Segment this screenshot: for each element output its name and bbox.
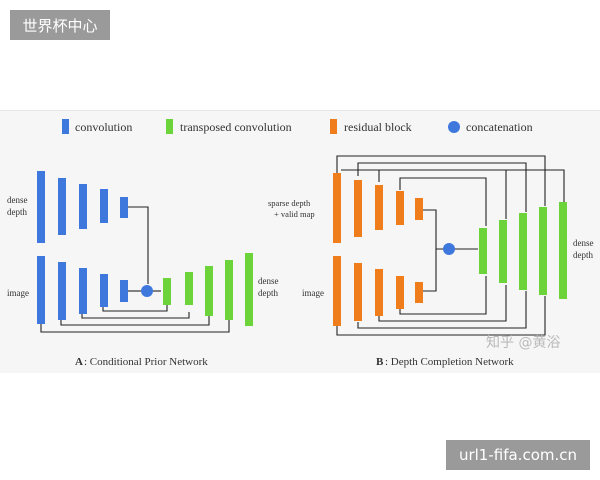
panel-a-output-dense-depth-line1: dense bbox=[258, 276, 279, 286]
legend-convolution-swatch bbox=[62, 119, 69, 134]
panel-b-image-res-3 bbox=[375, 269, 383, 316]
panel-a-depth-conv-4 bbox=[100, 189, 108, 223]
site-badge-top[interactable]: 世界杯中心 bbox=[10, 10, 110, 40]
panel-b-top-skip-0 bbox=[341, 169, 565, 202]
panel-a-connectors bbox=[40, 206, 230, 333]
panel-b-depth-res-5 bbox=[415, 198, 423, 220]
panel-b-image-res-1 bbox=[333, 256, 341, 326]
panel-a-depth-conv-1 bbox=[37, 171, 45, 243]
panel-a-image-conv-1 bbox=[37, 256, 45, 324]
panel-a-deconv-1 bbox=[163, 278, 171, 305]
panel-a-input-dense-depth-line1: dense bbox=[7, 195, 28, 205]
panel-b-concatenation-node bbox=[443, 243, 455, 255]
panel-b-bottom-skip-1 bbox=[336, 296, 546, 336]
site-badge-bottom[interactable]: url1-fifa.com.cn bbox=[446, 440, 590, 470]
panel-a: dense depth image dense depth bbox=[7, 171, 279, 368]
panel-a-input-dense-depth-line2: depth bbox=[7, 207, 27, 217]
panel-a-image-conv-5 bbox=[120, 280, 128, 302]
panel-a-prior-branch-line bbox=[128, 206, 149, 284]
legend-residual-block-label: residual block bbox=[344, 120, 412, 134]
panel-b-bottom-skip-3 bbox=[378, 285, 507, 322]
panel-a-output-dense-depth-line2: depth bbox=[258, 288, 278, 298]
panel-b-output-dense-depth-line1: dense bbox=[573, 238, 594, 248]
panel-a-skip-2 bbox=[60, 316, 210, 326]
panel-b-depth-res-2 bbox=[354, 180, 362, 237]
top-divider bbox=[0, 110, 600, 111]
panel-a-deconv-2 bbox=[185, 272, 193, 305]
panel-b-image-res-5 bbox=[415, 282, 423, 303]
panel-a-skip-3 bbox=[81, 312, 190, 319]
panel-b-caption: : Depth Completion Network bbox=[385, 356, 514, 368]
panel-b-input-sparse-depth-line1: sparse depth bbox=[268, 198, 311, 208]
panel-b-deconv-3 bbox=[519, 213, 527, 290]
panel-b-image-res-2 bbox=[354, 263, 362, 321]
legend-transposed-convolution-swatch bbox=[166, 119, 173, 134]
panel-b-depth-bottleneck-line bbox=[422, 209, 443, 250]
legend-concatenation-label: concatenation bbox=[466, 120, 533, 134]
panel-a-skip-1 bbox=[40, 320, 230, 333]
legend-residual-block-swatch bbox=[330, 119, 337, 134]
panel-a-image-conv-4 bbox=[100, 274, 108, 307]
panel-a-input-image-label: image bbox=[7, 288, 29, 298]
panel-a-image-conv-2 bbox=[58, 262, 66, 320]
panel-a-depth-conv-3 bbox=[79, 184, 87, 229]
network-diagram: convolution transposed convolution resid… bbox=[7, 119, 594, 368]
panel-a-caption: : Conditional Prior Network bbox=[84, 356, 208, 368]
legend-convolution-label: convolution bbox=[75, 120, 132, 134]
panel-a-concatenation-node bbox=[141, 285, 153, 297]
panel-b-image-bottleneck-line bbox=[422, 249, 437, 292]
panel-b-bottom-skip-2 bbox=[357, 291, 527, 329]
legend: convolution transposed convolution resid… bbox=[62, 119, 533, 134]
panel-a-skip-4 bbox=[102, 305, 168, 312]
panel-b-connectors bbox=[336, 155, 565, 336]
panel-b-deconv-5 bbox=[559, 202, 567, 299]
panel-b-output-dense-depth-line2: depth bbox=[573, 250, 593, 260]
panel-a-image-conv-3 bbox=[79, 268, 87, 314]
panel-b-top-skip-4 bbox=[399, 177, 487, 226]
legend-concatenation-swatch bbox=[448, 121, 460, 133]
panel-a-caption-letter: A bbox=[75, 356, 83, 368]
panel-b-image-res-4 bbox=[396, 276, 404, 309]
panel-b-deconv-2 bbox=[499, 220, 507, 283]
panel-a-deconv-5 bbox=[245, 253, 253, 326]
panel-b-deconv-1 bbox=[479, 228, 487, 274]
panel-b-depth-res-3 bbox=[375, 185, 383, 230]
panel-b-deconv-4 bbox=[539, 207, 547, 295]
legend-transposed-convolution-label: transposed convolution bbox=[180, 120, 292, 134]
panel-b-depth-res-4 bbox=[396, 191, 404, 225]
panel-b-top-skip-1 bbox=[336, 155, 546, 206]
zhihu-watermark: 知乎 @黄浴 bbox=[486, 335, 561, 351]
panel-b-bottom-skip-4 bbox=[399, 276, 487, 315]
panel-a-depth-conv-5 bbox=[120, 197, 128, 218]
panel-b-input-image-label: image bbox=[302, 288, 324, 298]
panel-b-input-sparse-depth-line2: + valid map bbox=[274, 209, 315, 219]
panel-b: sparse depth + valid map image dense dep… bbox=[268, 155, 594, 368]
panel-b-caption-letter: B bbox=[376, 356, 384, 368]
panel-a-deconv-3 bbox=[205, 266, 213, 316]
panel-b-depth-res-1 bbox=[333, 173, 341, 243]
panel-a-depth-conv-2 bbox=[58, 178, 66, 235]
panel-a-deconv-4 bbox=[225, 260, 233, 320]
